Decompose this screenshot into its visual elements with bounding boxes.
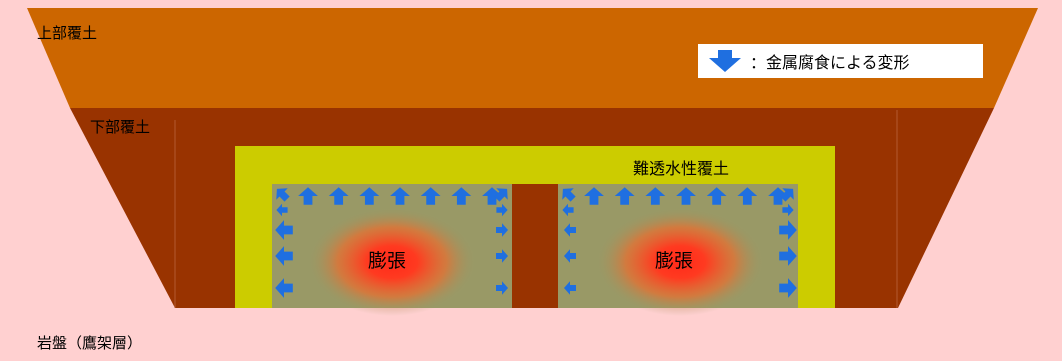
deformation-arrow-right-top xyxy=(645,187,666,205)
deformation-arrow-right-side xyxy=(562,203,574,217)
deformation-arrow-right-top xyxy=(768,187,788,205)
deformation-arrow-right-top xyxy=(676,187,696,205)
expansion-glow-left xyxy=(308,208,476,316)
legend-box: ：金属腐食による変形 xyxy=(698,44,983,78)
deformation-arrow-left-side xyxy=(496,203,508,217)
lower-cover-label: 下部覆土 xyxy=(90,118,151,136)
upper-cover-layer xyxy=(27,8,1038,108)
expansion-glow-right xyxy=(596,208,764,316)
deformation-arrow-right-top xyxy=(706,187,727,205)
deformation-arrow-right-side xyxy=(564,223,576,237)
deformation-arrow-left-side xyxy=(276,203,288,217)
deformation-arrow-right-corner xyxy=(562,188,576,202)
upper-cover-label: 上部覆土 xyxy=(37,24,98,42)
deformation-arrow-left-side xyxy=(496,223,508,237)
deformation-arrow-right-top xyxy=(614,187,635,205)
expansion-label-left: 膨張 xyxy=(368,250,407,272)
expansion-label-right: 膨張 xyxy=(655,250,694,272)
deformation-arrow-left-top xyxy=(328,187,349,205)
deformation-arrow-left-top xyxy=(359,187,380,205)
deformation-arrow-left-top xyxy=(451,187,472,205)
deformation-arrow-right-side xyxy=(564,281,576,295)
low-permeability-cover-label: 難透水性覆土 xyxy=(633,159,730,178)
deformation-arrow-right-side xyxy=(564,249,576,263)
deformation-arrow-right-corner xyxy=(780,188,794,202)
deformation-arrow-left-side xyxy=(496,249,508,263)
deformation-arrow-right-side xyxy=(782,203,794,217)
bedrock-label: 岩盤（鷹架層） xyxy=(37,334,143,352)
deformation-arrow-left-top xyxy=(420,187,441,205)
deformation-arrow-right-top xyxy=(737,187,758,205)
deformation-arrow-left-side xyxy=(275,220,293,240)
deformation-arrow-left-corner xyxy=(276,188,290,202)
deformation-arrow-left-corner xyxy=(494,188,508,202)
deformation-arrow-left-side xyxy=(496,281,508,295)
deformation-arrow-right-top xyxy=(584,187,604,205)
separator-wall xyxy=(512,184,558,308)
legend-text: ：金属腐食による変形 xyxy=(750,53,910,72)
down-arrow-icon xyxy=(709,50,741,72)
